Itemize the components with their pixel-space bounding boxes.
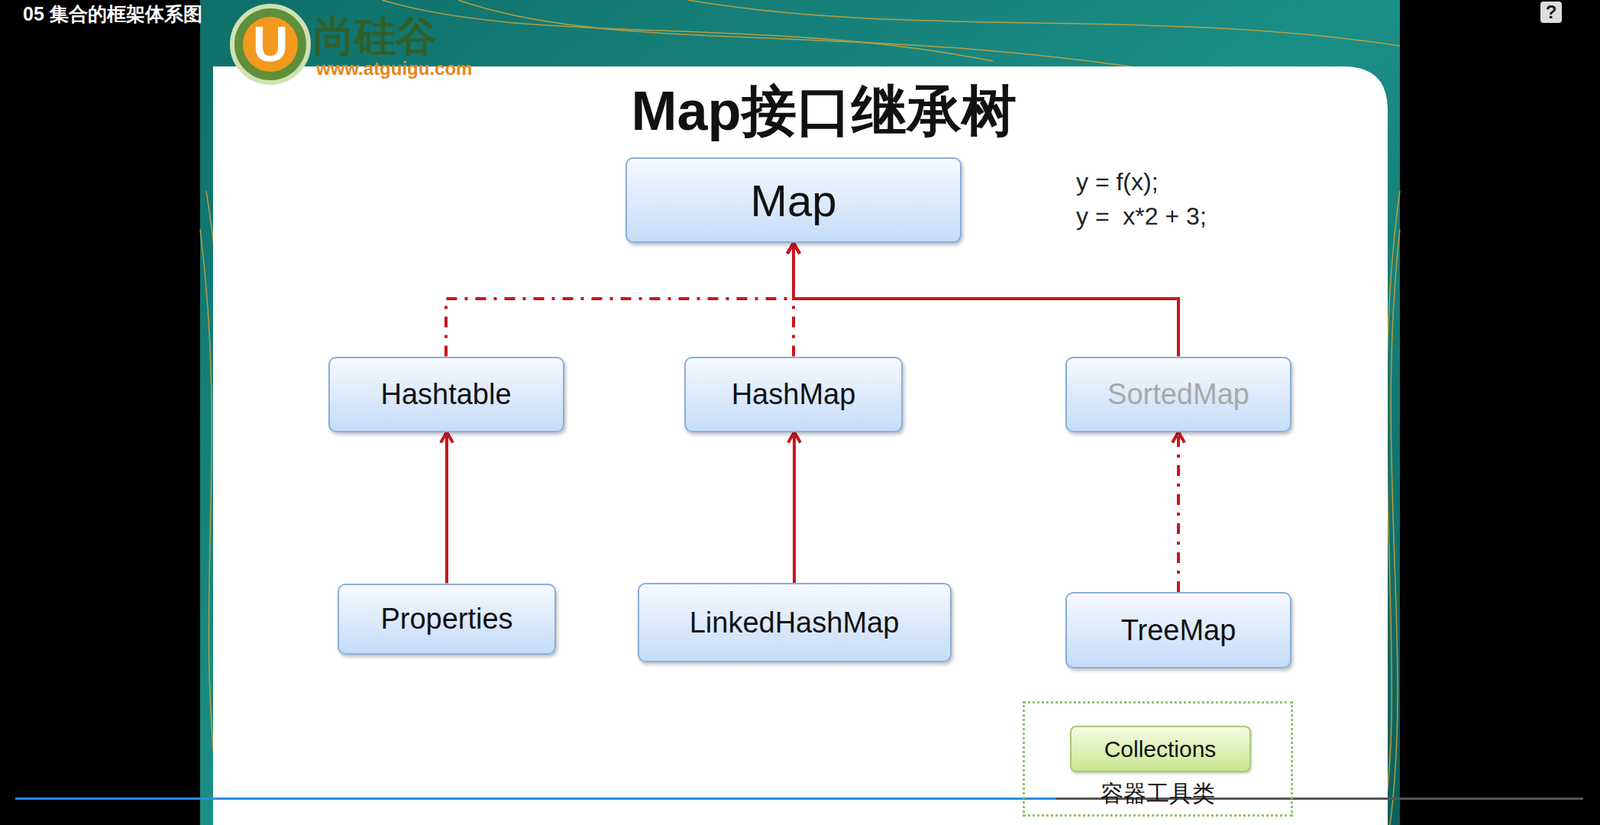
extends-arrow [792,432,796,584]
node-label: HashMap [731,378,857,411]
node-label: SortedMap [1107,378,1250,411]
utility-box: Collections [1069,725,1251,773]
white-panel [213,66,1388,825]
video-title: 05 集合的框架体系图 [22,1,203,27]
logo-circle [232,6,309,83]
help-mark: ? [1545,1,1558,23]
class-box: HashMap [684,356,903,433]
interface-box: SortedMap [1065,356,1292,433]
logo-url: www.atguigu.com [316,58,472,80]
group-caption: 容器工具类 [1024,778,1291,810]
class-box: Properties [337,583,556,655]
class-box: LinkedHashMap [637,582,952,663]
progress-played [15,797,1057,800]
extends-arrow [793,242,1179,357]
utility-group: 容器工具类 Collections [1022,701,1293,817]
node-label: Properties [380,602,513,636]
formula-note: y = f(x); [1076,168,1159,197]
node-label: Collections [1104,736,1217,763]
class-box: Hashtable [328,356,565,433]
node-label: Map [750,174,838,227]
formula-note: y = x*2 + 3; [1076,202,1207,231]
logo-name: 尚硅谷 [313,9,437,65]
node-label: LinkedHashMap [689,606,900,640]
logo-letter: U [252,16,288,73]
node-label: TreeMap [1121,614,1237,647]
logo-inner [242,16,298,72]
implements-arrow [446,242,794,357]
interface-box: Map [625,157,962,243]
node-label: Hashtable [380,378,511,411]
class-box: TreeMap [1065,591,1292,669]
implements-arrow [1176,432,1180,593]
help-icon [1540,1,1562,23]
extends-arrow [445,432,449,584]
slide-title: Map接口继承树 [23,74,1600,149]
